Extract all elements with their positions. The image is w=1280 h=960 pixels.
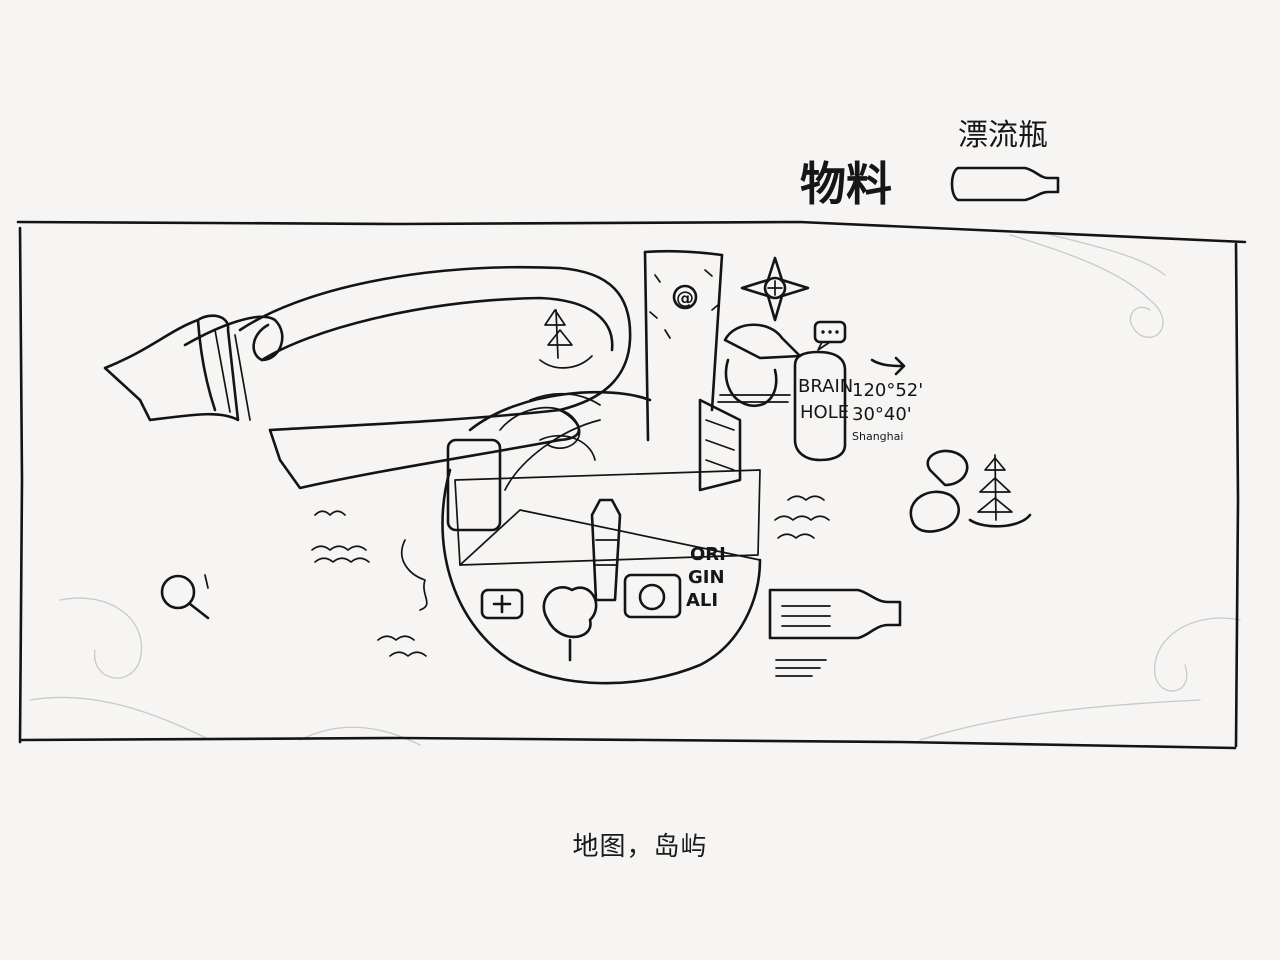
- bottle-icon: [950, 166, 1060, 202]
- explorer-figure: [717, 323, 802, 408]
- message-bottle-icon: [768, 588, 902, 677]
- brain-hole-card: BRAIN HOLE: [793, 350, 853, 462]
- banner-ribbon: [103, 265, 632, 490]
- longitude: 120°52': [852, 380, 923, 401]
- brain-hole-line1: BRAIN: [798, 376, 853, 397]
- wave-marks: [311, 495, 830, 657]
- frame: [16, 220, 1247, 750]
- original-line3: ALI: [686, 590, 718, 611]
- tower: @: [643, 249, 724, 442]
- ship-icon-right: [968, 454, 1032, 528]
- brain-hole-line2: HOLE: [800, 402, 849, 423]
- latitude: 30°40': [852, 404, 912, 425]
- island-cluster: ORI GIN ALI: [441, 390, 762, 685]
- caption: 地图，岛屿: [572, 832, 708, 862]
- ship-icon-left: [539, 309, 593, 369]
- search-icon: [160, 574, 210, 620]
- islands-right: [909, 449, 969, 533]
- arrow-right-icon: [870, 356, 906, 376]
- bottle-label: 漂流瓶: [958, 118, 1048, 153]
- at-symbol: @: [676, 288, 694, 309]
- original-line2: GIN: [688, 567, 725, 588]
- coordinates: 120°52' 30°40' Shanghai: [852, 380, 923, 443]
- compass-icon: [740, 256, 810, 322]
- chat-bubble-icon: [813, 320, 847, 351]
- pencil-swirls: [29, 231, 1241, 746]
- cloud-left: [400, 539, 428, 611]
- city: Shanghai: [852, 430, 903, 443]
- materials-header: 物料 漂流瓶: [800, 118, 1060, 211]
- original-line1: ORI: [690, 544, 726, 565]
- materials-label: 物料: [800, 157, 892, 211]
